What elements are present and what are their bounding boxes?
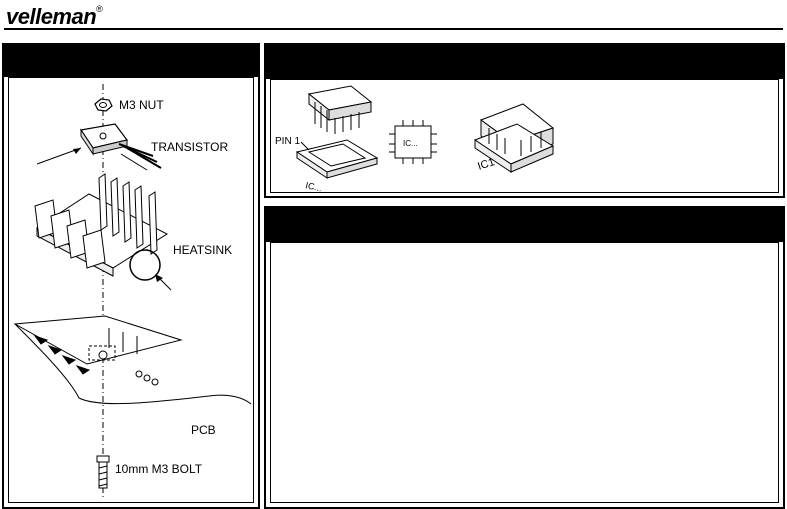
ic-in-socket xyxy=(473,103,555,173)
ic-orientation-figure: PIN 1 IC... IC... xyxy=(275,85,555,193)
panel-transistor-mounting: M3 NUT TRANSISTOR xyxy=(2,43,260,509)
heatsink-shape xyxy=(34,173,169,277)
panel-content-area xyxy=(270,242,779,503)
label-nut: M3 NUT xyxy=(119,98,164,112)
label-ic1: IC1 xyxy=(476,156,496,173)
pcb-shape xyxy=(13,315,252,405)
transistor-leader xyxy=(36,147,82,165)
heatsink-arrow xyxy=(155,274,163,282)
transistor-mounting-figure: M3 NUT TRANSISTOR xyxy=(13,84,252,498)
label-chip: IC... xyxy=(403,139,418,148)
brand-name: velleman xyxy=(6,4,97,29)
panel-figure-area: PIN 1 IC... IC... xyxy=(270,79,779,193)
panel-header-bar xyxy=(4,45,258,77)
label-pcb: PCB xyxy=(191,423,216,437)
brand-logo: velleman® xyxy=(6,4,103,30)
panel-text-section xyxy=(264,206,785,509)
ic-chip-left xyxy=(307,85,373,134)
panel-header-bar xyxy=(266,45,783,79)
panel-figure-area: M3 NUT TRANSISTOR xyxy=(8,77,254,503)
header-rule xyxy=(4,28,783,30)
label-heatsink: HEATSINK xyxy=(173,243,232,257)
label-pin: PIN 1 xyxy=(275,136,300,147)
label-socket: IC... xyxy=(305,180,323,192)
label-transistor: TRANSISTOR xyxy=(151,140,228,154)
panel-ic-orientation: PIN 1 IC... IC... xyxy=(264,43,785,198)
transistor-arrow xyxy=(73,148,81,154)
panel-header-bar xyxy=(266,208,783,242)
heatsink-detail-circle xyxy=(129,249,161,281)
ic-socket xyxy=(295,139,379,179)
ic-square xyxy=(389,120,437,164)
pin-leader xyxy=(300,141,310,151)
transistor-shape xyxy=(79,123,162,171)
brand-reg: ® xyxy=(96,4,103,14)
label-bolt: 10mm M3 BOLT xyxy=(115,462,203,476)
nut-shape xyxy=(94,98,113,112)
bolt-shape xyxy=(96,455,110,489)
